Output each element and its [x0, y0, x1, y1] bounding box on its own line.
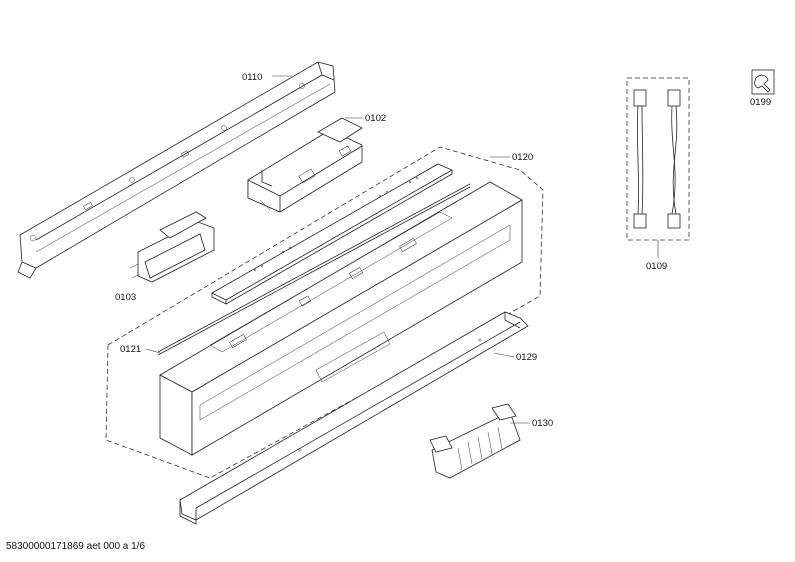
part-0110-rail[interactable] — [17, 61, 336, 279]
label-0120: 0120 — [512, 152, 533, 163]
label-0129: 0129 — [516, 352, 537, 363]
part-0199-tool-icon[interactable] — [751, 69, 775, 95]
part-0102-module[interactable] — [247, 117, 363, 213]
group-0120-boundary — [105, 146, 544, 479]
footer-document-id: 58300000171869 aet 000 a 1/6 — [6, 541, 146, 552]
part-panel-housing[interactable] — [159, 181, 523, 456]
label-0103: 0103 — [115, 292, 136, 303]
label-0109: 0109 — [646, 261, 667, 272]
part-0109-cable-harness[interactable] — [626, 77, 690, 241]
label-0110: 0110 — [242, 72, 262, 83]
leader-0121 — [145, 348, 161, 354]
part-0121-rod[interactable] — [157, 183, 471, 356]
label-0130: 0130 — [532, 418, 553, 429]
part-0130-holder[interactable] — [429, 403, 521, 479]
label-0121: 0121 — [120, 344, 141, 355]
leader-0129 — [493, 352, 515, 358]
label-0102: 0102 — [365, 113, 386, 124]
part-0129-trim[interactable] — [179, 311, 529, 525]
part-0103-display[interactable] — [129, 211, 215, 283]
label-0199: 0199 — [750, 97, 771, 108]
part-control-strip[interactable] — [211, 163, 453, 305]
